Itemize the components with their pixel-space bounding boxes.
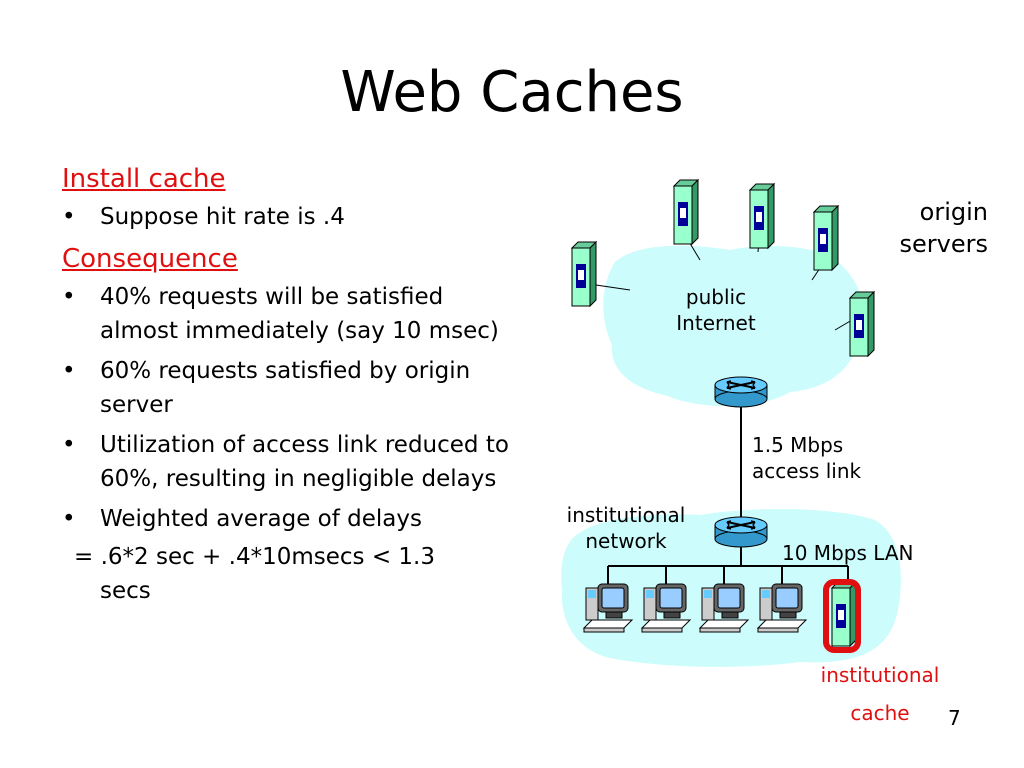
list-item: • 60% requests satisfied by origin server [62,354,512,422]
workstation-icon [583,583,633,633]
origin-servers-label-line-1: origin [919,198,988,226]
access-link-label: 1.5 Mbps access link [752,432,861,484]
bullet-text: 60% requests satisfied by origin server [100,358,471,418]
left-text-column: Install cache • Suppose hit rate is .4 Co… [62,162,512,608]
list-item: • Weighted average of delays [62,502,512,536]
institutional-cache-label: institutional cache [800,662,960,726]
bullet-text: Weighted average of delays [100,506,422,532]
list-item: • 40% requests will be satisfied almost i… [62,280,512,348]
bullet-text: Utilization of access link reduced to 60… [100,432,509,492]
formula-line-1: = .6*2 sec + .4*10msecs < 1.3 [74,544,435,570]
consequence-heading: Consequence [62,244,238,274]
slide-title: Web Caches [340,60,684,125]
internet-router-icon [714,376,768,408]
bullet-text: 40% requests will be satisfied almost im… [100,284,499,344]
list-item: • Utilization of access link reduced to 6… [62,428,512,496]
bullet-dot: • [62,432,76,458]
install-bullet-list: • Suppose hit rate is .4 [62,200,512,234]
public-internet-label: public Internet [658,284,774,336]
delay-formula: = .6*2 sec + .4*10msecs < 1.3 secs [62,540,512,608]
formula-line-2: secs [100,578,151,604]
install-cache-heading: Install cache [62,164,226,194]
bullet-dot: • [62,506,76,532]
bullet-dot: • [62,284,76,310]
list-item: • Suppose hit rate is .4 [62,200,512,234]
origin-server-icon [749,183,775,249]
institutional-router-icon [714,516,768,548]
bullet-dot: • [62,204,76,230]
origin-server-icon [849,291,875,357]
access-link-label-line-2: access link [752,459,862,483]
institutional-cache-label-line-1: institutional [820,663,940,687]
bullet-dot: • [62,358,76,384]
origin-servers-label: origin servers [860,196,988,260]
origin-server-icon [571,241,597,307]
public-internet-label-line-1: public [685,285,747,309]
consequence-bullet-list: • 40% requests will be satisfied almost i… [62,280,512,536]
access-link-label-line-1: 1.5 Mbps [752,433,844,457]
bullet-text: Suppose hit rate is .4 [100,204,345,230]
workstation-icon [699,583,749,633]
workstation-icon [757,583,807,633]
workstation-icon [641,583,691,633]
public-internet-cloud [603,245,864,407]
public-internet-label-line-2: Internet [676,311,756,335]
institutional-cache-label-line-2: cache [850,701,910,725]
page-number: 7 [948,706,961,730]
origin-server-icon [813,205,839,271]
institutional-network-label: institutional network [556,502,696,554]
institutional-network-label-line-1: institutional [566,503,686,527]
cache-server-icon [831,581,857,647]
institutional-network-label-line-2: network [585,529,667,553]
lan-label: 10 Mbps LAN [782,541,914,565]
origin-server-icon [673,179,699,245]
origin-servers-label-line-2: servers [899,230,988,258]
cache-highlight-outline [823,579,861,653]
